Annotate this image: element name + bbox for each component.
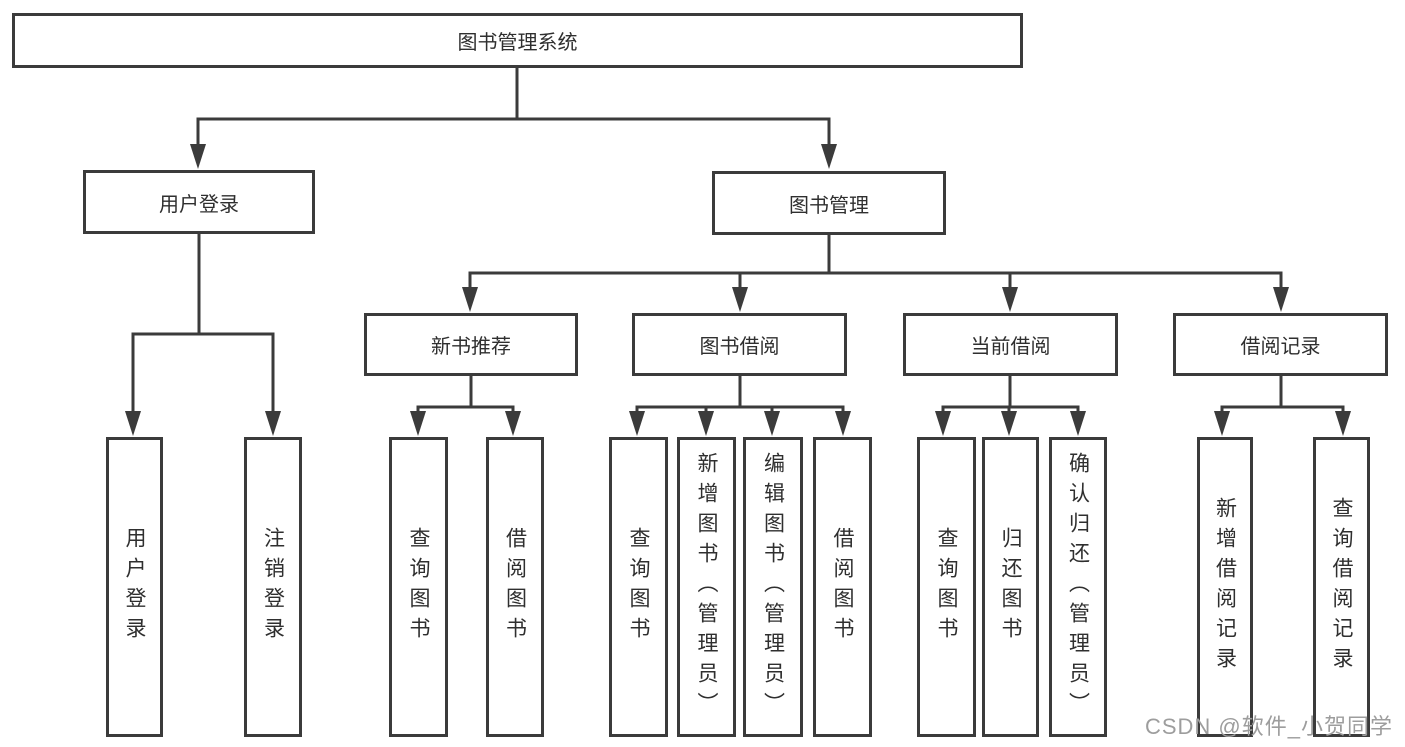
node-library-management-system: 图书管理系统 xyxy=(12,13,1023,68)
node-book-borrowing: 图书借阅 xyxy=(632,313,847,376)
leaf-logout: 注销登录 xyxy=(244,437,302,737)
node-borrowing-records: 借阅记录 xyxy=(1173,313,1388,376)
leaf-user-login: 用户登录 xyxy=(106,437,163,737)
node-book-management: 图书管理 xyxy=(712,171,946,235)
node-user-login: 用户登录 xyxy=(83,170,315,234)
leaf-borrow-books-recommend: 借阅图书 xyxy=(486,437,544,737)
leaf-add-books-admin: 新增图书（管理员） xyxy=(677,437,736,737)
node-new-book-recommendation: 新书推荐 xyxy=(364,313,578,376)
leaf-return-books: 归还图书 xyxy=(982,437,1039,737)
leaf-query-books-current: 查询图书 xyxy=(917,437,976,737)
csdn-watermark: CSDN @软件_小贺同学 xyxy=(1144,714,1393,739)
leaf-query-borrow-record: 查询借阅记录 xyxy=(1313,437,1370,737)
leaf-borrow-books: 借阅图书 xyxy=(813,437,872,737)
leaf-confirm-return-admin: 确认归还（管理员） xyxy=(1049,437,1107,737)
node-current-borrowing: 当前借阅 xyxy=(903,313,1118,376)
leaf-query-books-borrowing: 查询图书 xyxy=(609,437,668,737)
leaf-add-borrow-record: 新增借阅记录 xyxy=(1197,437,1253,737)
leaf-edit-books-admin: 编辑图书（管理员） xyxy=(743,437,803,737)
leaf-query-books-recommend: 查询图书 xyxy=(389,437,448,737)
